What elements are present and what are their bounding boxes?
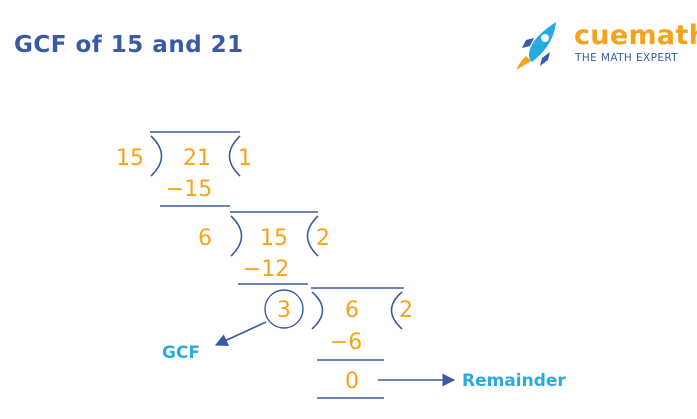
remainder-label: Remainder [462, 371, 566, 391]
brand-name: cuemath [574, 20, 697, 51]
quotient-bracket-1 [228, 135, 241, 177]
divisor-3: 3 [277, 298, 291, 323]
division-step-2: 6 15 2 −12 [198, 211, 330, 285]
dividend-2: 15 [260, 226, 288, 251]
final-remainder: 0 [345, 369, 359, 394]
gcf-arrow [214, 321, 267, 347]
division-step-1: 15 21 1 −15 [116, 131, 252, 207]
quotient-3: 2 [399, 298, 413, 323]
divisor-2: 6 [198, 226, 212, 251]
product-2: −12 [243, 257, 289, 282]
quotient-bracket-3 [390, 291, 403, 330]
division-step-3: 3 6 2 −6 [264, 287, 413, 361]
quotient-1: 1 [238, 146, 252, 171]
gcf-label: GCF [162, 343, 200, 363]
quotient-bracket-2 [306, 215, 319, 257]
brand-logo: cuemath THE MATH EXPERT [512, 16, 697, 76]
rocket-icon [516, 22, 556, 70]
divisor-bracket-3 [311, 291, 324, 330]
divisor-bracket-2 [230, 215, 243, 257]
product-3: −6 [330, 330, 362, 355]
gcf-circle [264, 289, 304, 329]
product-1: −15 [166, 177, 212, 202]
brand-tagline: THE MATH EXPERT [575, 52, 679, 64]
quotient-2: 2 [316, 226, 330, 251]
divisor-bracket-1 [150, 135, 163, 177]
divisor-1: 15 [116, 146, 144, 171]
dividend-3: 6 [345, 298, 359, 323]
page-title: GCF of 15 and 21 [14, 32, 244, 58]
dividend-1: 21 [183, 146, 211, 171]
